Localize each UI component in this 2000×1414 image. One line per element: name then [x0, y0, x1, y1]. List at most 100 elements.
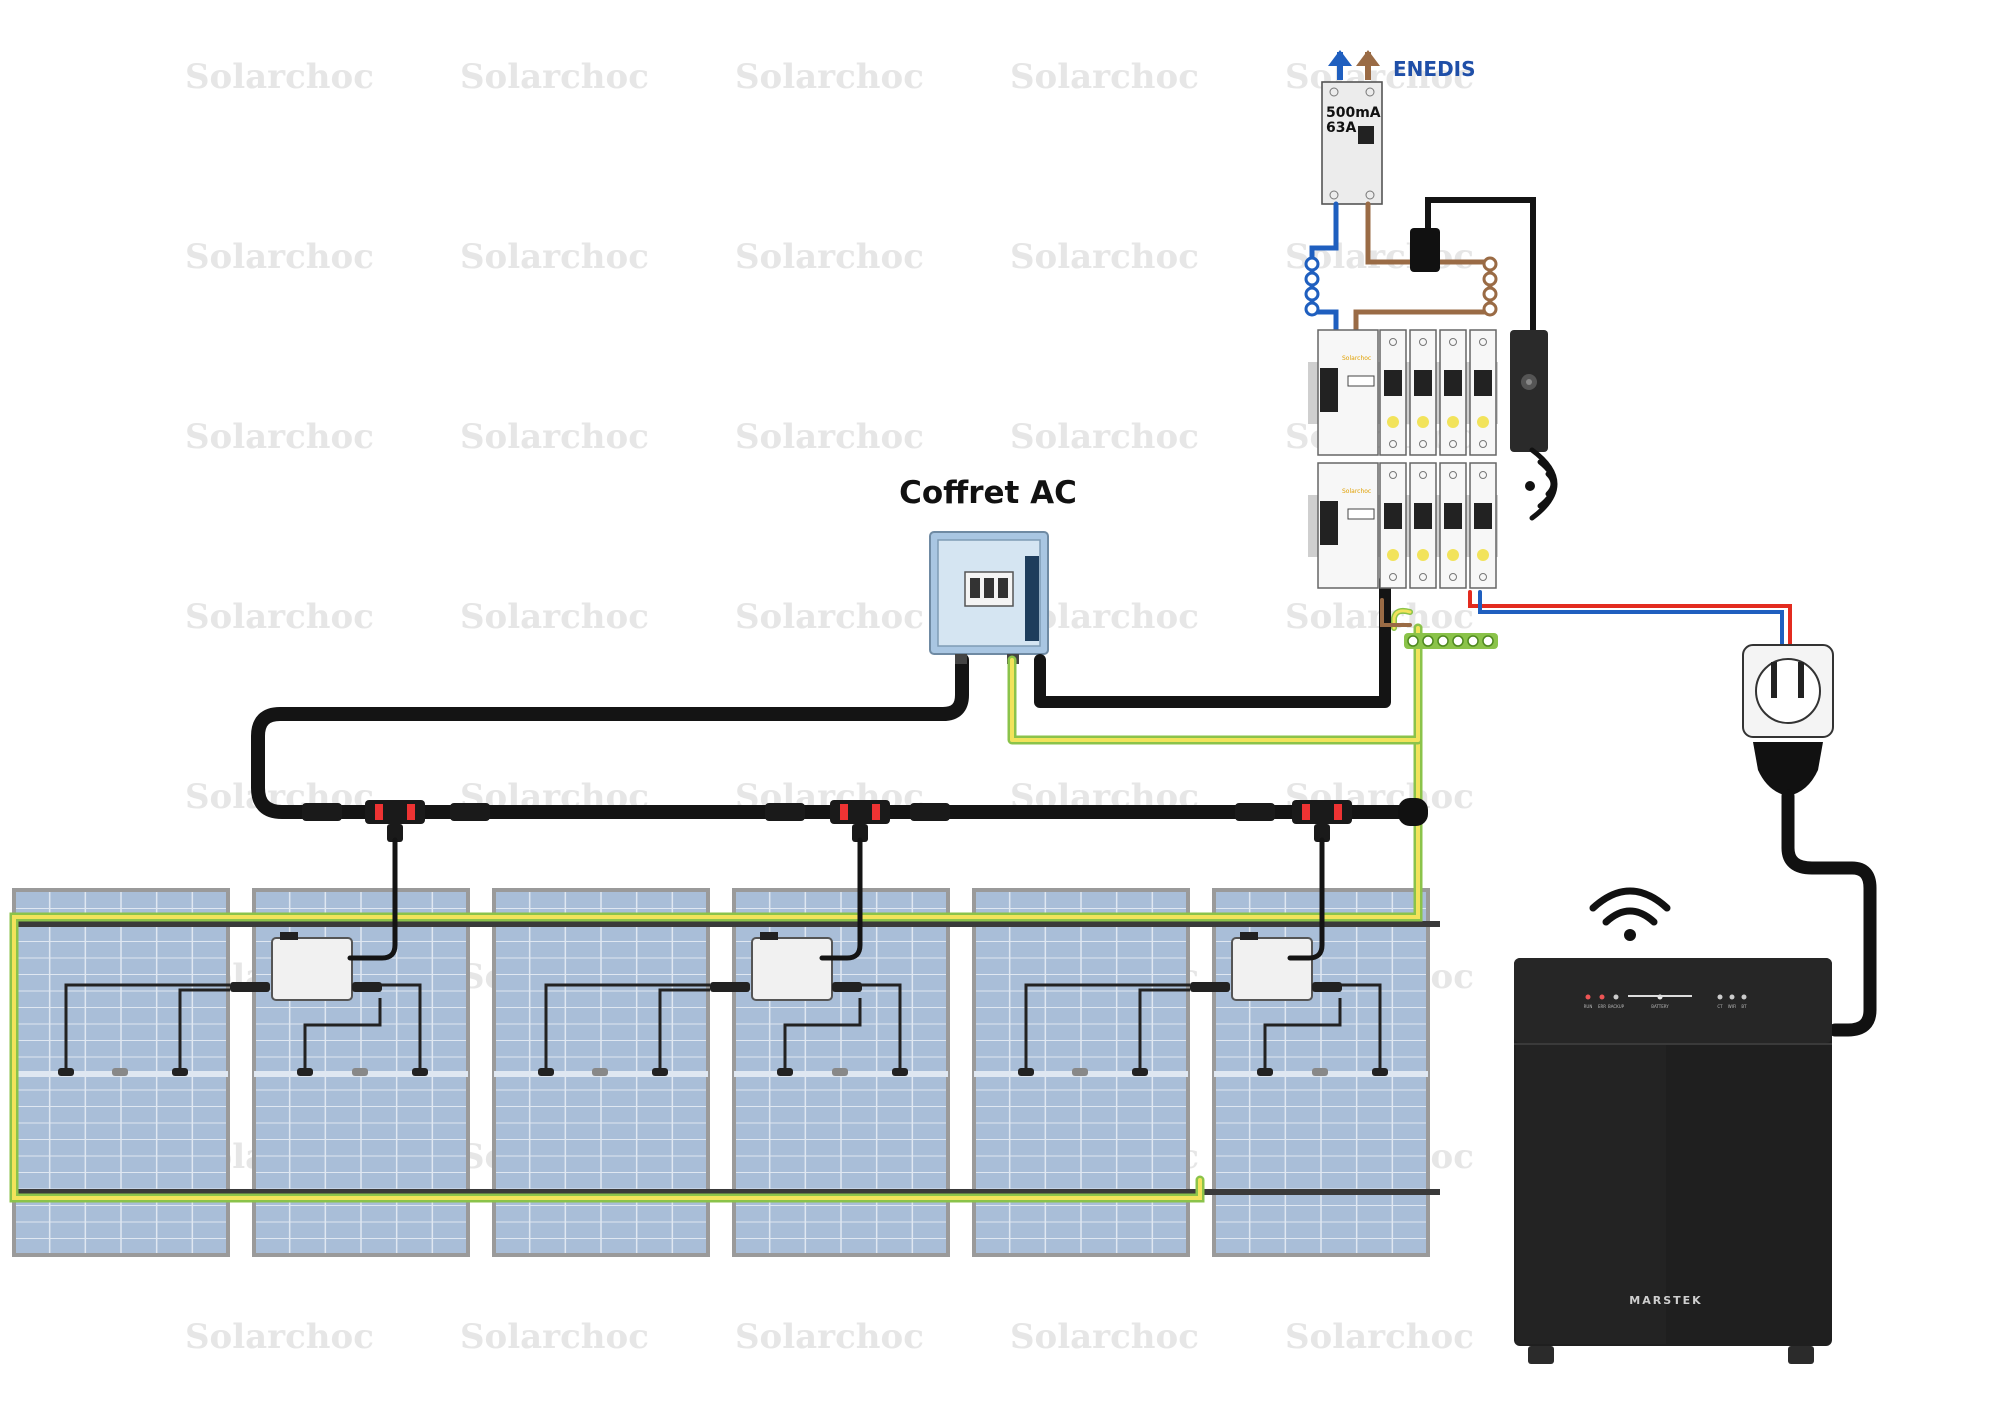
- earth-terminal: [1482, 635, 1494, 647]
- rcd-brand: Solarchoc: [1342, 488, 1371, 495]
- circuit-breaker: [1409, 462, 1437, 589]
- watermark-text: Solarchoc: [735, 1317, 924, 1357]
- cable-connector: [910, 803, 950, 821]
- t-connector: [1292, 800, 1352, 824]
- battery-led-label: BACKUP: [1608, 1004, 1625, 1009]
- battery-led: [1741, 994, 1747, 1000]
- sun-logo: [1477, 416, 1489, 428]
- t-connector: [365, 800, 425, 824]
- end-cap: [1398, 798, 1428, 826]
- circuit-breaker: [1379, 462, 1407, 589]
- neutral-terminal: [1304, 271, 1320, 287]
- watermark-text: Solarchoc: [1010, 237, 1199, 277]
- sun-logo: [1417, 549, 1429, 561]
- arrow-up-icon: [1328, 50, 1352, 66]
- ac-box-title: Coffret AC: [899, 475, 1077, 511]
- watermark-text: Solarchoc: [1010, 57, 1199, 97]
- circuit-breaker: [1379, 329, 1407, 456]
- rcd-breaker: Solarchoc: [1317, 462, 1379, 589]
- watermark-text: Solarchoc: [460, 237, 649, 277]
- battery-led: [1585, 994, 1591, 1000]
- watermark-text: Solarchoc: [185, 57, 374, 97]
- phase-terminal: [1482, 301, 1498, 317]
- watermark-text: Solarchoc: [185, 417, 374, 457]
- battery-led-label: RUN: [1584, 1004, 1593, 1009]
- board-row: Solarchoc: [1308, 462, 1498, 589]
- ac-box-to-panel-cables: [1007, 574, 1423, 745]
- battery-led: [1729, 994, 1735, 1000]
- circuit-breaker: [1469, 329, 1497, 456]
- battery-wheels: [1528, 1346, 1814, 1364]
- watermark-text: Solarchoc: [1010, 417, 1199, 457]
- sun-logo: [1447, 416, 1459, 428]
- watermark-text: Solarchoc: [460, 417, 649, 457]
- inverter-drop-cables: [347, 837, 1325, 961]
- plug-icon: [1753, 662, 1823, 796]
- battery-power-cable: [1781, 789, 1877, 1037]
- earth-terminal: [1422, 635, 1434, 647]
- ct-clamp: [1410, 228, 1440, 272]
- rcd-breaker: Solarchoc: [1317, 329, 1379, 456]
- dc-wiring: [1024, 983, 1382, 1070]
- earth-terminal-bar: [1404, 633, 1498, 649]
- cable-connector: [1235, 803, 1275, 821]
- watermark-text: Solarchoc: [185, 1317, 374, 1357]
- earth-terminal: [1407, 635, 1419, 647]
- circuit-breaker: [1409, 329, 1437, 456]
- watermark-text: Solarchoc: [1285, 1317, 1474, 1357]
- trunk-connectors: [302, 798, 1428, 842]
- neutral-terminal: [1304, 286, 1320, 302]
- board-row: Solarchoc: [1308, 329, 1498, 456]
- microinverter: [58, 932, 428, 1076]
- energy-meter: [1510, 330, 1548, 452]
- circuit-breaker: [1469, 462, 1497, 589]
- microinverter-group: [58, 932, 1388, 1076]
- cable-connector: [450, 803, 490, 821]
- earth-cable-panels: [9, 623, 1423, 1203]
- sun-logo: [1447, 549, 1459, 561]
- sun-logo: [1387, 549, 1399, 561]
- watermark-text: Solarchoc: [735, 597, 924, 637]
- ac-box: Coffret AC: [899, 475, 1077, 664]
- watermark-text: Solarchoc: [1010, 1317, 1199, 1357]
- battery-led-label: BT: [1741, 1004, 1747, 1009]
- watermark-text: Solarchoc: [735, 237, 924, 277]
- earth-terminal: [1452, 635, 1464, 647]
- watermark-text: Solarchoc: [185, 597, 374, 637]
- sun-logo: [1387, 416, 1399, 428]
- battery-led-label: ERR: [1598, 1004, 1606, 1009]
- neutral-terminal: [1304, 256, 1320, 272]
- dc-wiring: [544, 983, 902, 1070]
- neutral-terminal: [1304, 301, 1320, 317]
- dc-wiring: [64, 983, 422, 1070]
- main-breaker-rating: 63A: [1326, 120, 1356, 136]
- t-connector: [830, 800, 890, 824]
- battery-led: [1613, 994, 1619, 1000]
- terminal-blocks: [1304, 256, 1498, 317]
- battery-led: [1717, 994, 1723, 1000]
- watermark-text: Solarchoc: [1285, 237, 1474, 277]
- main-breaker-sensitivity: 500mA: [1326, 105, 1381, 121]
- cable-connector: [765, 803, 805, 821]
- arrow-up-icon: [1356, 50, 1380, 66]
- wifi-icon: [1589, 887, 1671, 941]
- mounting-rails: [10, 921, 1440, 1195]
- battery-led-label: BATTERY: [1651, 1004, 1669, 1009]
- watermark-text: Solarchoc: [735, 417, 924, 457]
- battery-led-label: WIFI: [1728, 1004, 1737, 1009]
- battery-led: [1599, 994, 1605, 1000]
- circuit-breaker: [1439, 329, 1467, 456]
- battery-level-bar: [1628, 995, 1692, 997]
- microinverter: [1018, 932, 1388, 1076]
- ac-trunk-cable: [251, 653, 1425, 819]
- phase-terminal: [1482, 256, 1498, 272]
- watermark-text: Solarchoc: [185, 237, 374, 277]
- signal-waves-icon: [1525, 447, 1558, 521]
- phase-terminal: [1482, 271, 1498, 287]
- grid-connection: ENEDIS: [1328, 50, 1476, 81]
- battery-brand: MARSTEK: [1629, 1294, 1702, 1307]
